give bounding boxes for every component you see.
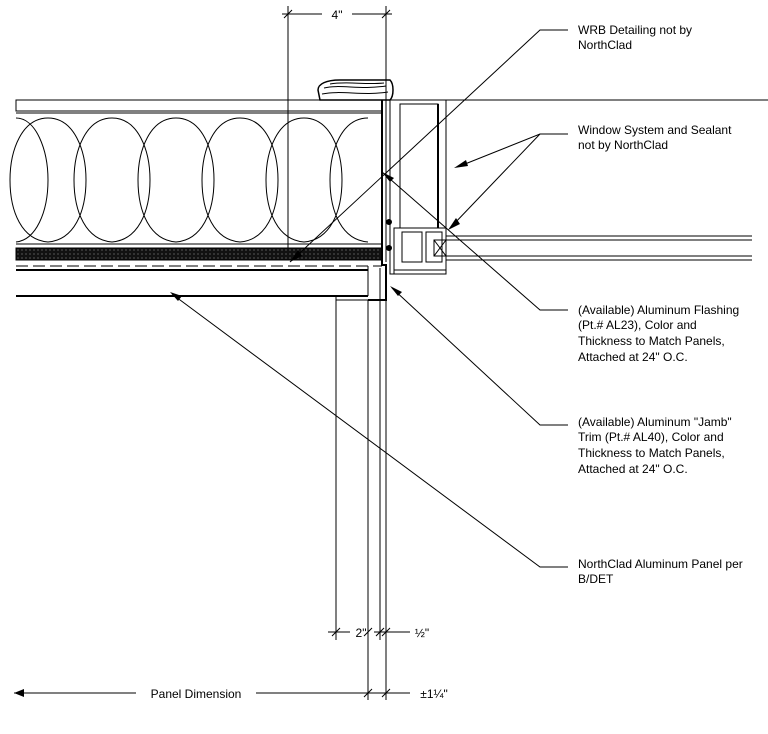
note-flashing-line-4: Attached at 24" O.C. [578,350,688,364]
wrb-layer [15,247,383,267]
jamb-trim [368,100,387,301]
note-jamb-trim: (Available) Aluminum "Jamb" Trim (Pt.# A… [578,415,732,476]
glazing-unit [433,235,752,261]
note-wrb-line-1: WRB Detailing not by [578,23,692,37]
note-jamb-line-1: (Available) Aluminum "Jamb" [578,415,732,429]
note-wrb-line-2: NorthClad [578,38,632,52]
leader-lines [170,29,568,568]
insulation-batt [9,112,382,245]
dim-4in: 4" [332,8,343,22]
note-panel-line-1: NorthClad Aluminum Panel per [578,557,743,571]
note-panel-line-2: B/DET [578,572,614,586]
dimension-top: 4" [282,8,392,22]
dim-plus-minus: ±1¼" [420,687,448,701]
note-window-line-2: not by NorthClad [578,138,668,152]
note-flashing-line-3: Thickness to Match Panels, [578,334,725,348]
sheathing-board [15,99,383,112]
note-wrb: WRB Detailing not by NorthClad [578,23,692,52]
note-flashing: (Available) Aluminum Flashing (Pt.# AL23… [578,303,739,364]
note-flashing-line-1: (Available) Aluminum Flashing [578,303,739,317]
wood-blocking [317,79,394,101]
note-jamb-line-3: Thickness to Match Panels, [578,446,725,460]
dim-panel-label: Panel Dimension [151,687,242,701]
note-jamb-line-4: Attached at 24" O.C. [578,462,688,476]
note-jamb-line-2: Trim (Pt.# AL40), Color and [578,430,724,444]
note-window: Window System and Sealant not by NorthCl… [578,123,732,152]
note-panel: NorthClad Aluminum Panel per B/DET [578,557,743,586]
dim-2in: 2" [356,626,367,640]
note-window-line-1: Window System and Sealant [578,123,732,137]
extension-lines [287,6,387,700]
note-flashing-line-2: (Pt.# AL23), Color and [578,318,697,332]
dimension-bottom-small: 2" ½" [328,626,429,640]
dimension-panel: Panel Dimension ±1¼" [14,687,448,701]
dim-half-in: ½" [415,626,429,640]
aluminum-panel [16,266,381,301]
